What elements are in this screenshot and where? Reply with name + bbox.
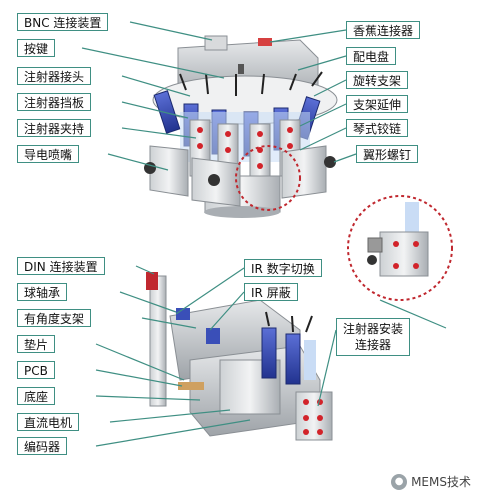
wechat-icon: ● <box>391 473 408 490</box>
label-base: 底座 <box>17 387 56 405</box>
watermark-text: MEMS技术 <box>411 475 471 489</box>
label-dc-motor: 直流电机 <box>17 413 80 431</box>
label-pcb: PCB <box>17 361 55 379</box>
label-rotating-bracket: 旋转支架 <box>346 71 409 89</box>
bottom-assembly <box>146 272 333 441</box>
label-banana-connector: 香蕉连接器 <box>346 21 421 39</box>
label-ir-shield: IR 屏蔽 <box>244 283 298 301</box>
label-bnc-connector: BNC 连接装置 <box>17 13 109 31</box>
label-conductive-nozzle: 导电喷嘴 <box>17 145 80 163</box>
label-wing-screw: 翼形螺钉 <box>356 145 419 163</box>
watermark: ● MEMS技术 <box>391 473 471 490</box>
label-syringe-holder: 注射器夹持 <box>17 119 92 137</box>
label-button: 按键 <box>17 39 56 57</box>
label-syringe-baffle: 注射器挡板 <box>17 93 92 111</box>
label-encoder: 编码器 <box>17 437 68 455</box>
label-distribution-board: 配电盘 <box>346 47 397 65</box>
label-din-connector: DIN 连接装置 <box>17 257 105 275</box>
label-syringe-mount-line2: 连接器 <box>355 338 392 352</box>
label-angled-bracket: 有角度支架 <box>17 309 92 327</box>
label-syringe-mount-connector: 注射器安装 连接器 <box>336 318 411 356</box>
label-ball-bearing: 球轴承 <box>17 283 68 301</box>
inset-zoom <box>347 195 453 301</box>
leader-lines <box>81 21 447 447</box>
top-assembly <box>144 35 338 218</box>
label-syringe-connector: 注射器接头 <box>17 67 92 85</box>
label-shim: 垫片 <box>17 335 56 353</box>
label-ir-digital-switch: IR 数字切换 <box>244 259 322 277</box>
label-syringe-mount-line1: 注射器安装 <box>343 322 404 336</box>
label-piano-hinge: 琴式铰链 <box>346 119 409 137</box>
label-bracket-extension: 支架延伸 <box>346 95 409 113</box>
